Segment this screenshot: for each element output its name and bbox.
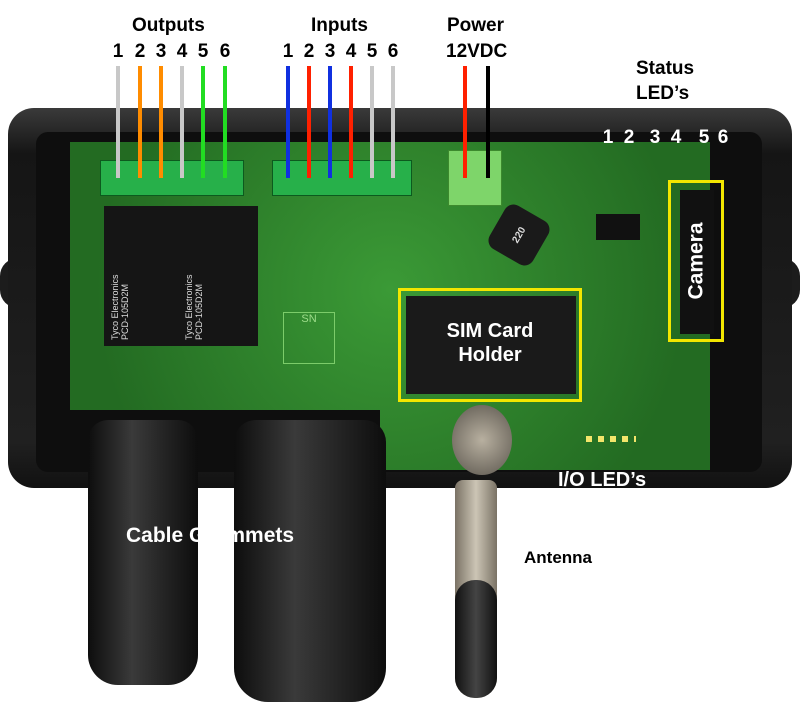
status-led-number-6: 6 <box>717 127 729 148</box>
relay-model: PCD-105D2M <box>194 283 204 340</box>
input-number-2: 2 <box>303 41 315 62</box>
power-wire-negative <box>486 66 490 178</box>
camera-label: Camera <box>684 222 708 300</box>
input-wire-3 <box>328 66 332 178</box>
output-number-3: 3 <box>155 41 167 62</box>
outputs-label: Outputs <box>132 15 205 36</box>
relay-brand: Tyco Electronics <box>184 274 194 340</box>
relay-model: PCD-105D2M <box>120 283 130 340</box>
power-label: Power <box>447 15 505 36</box>
io-leds-label: I/O LED’s <box>558 469 647 491</box>
output-number-5: 5 <box>197 41 209 62</box>
input-number-3: 3 <box>324 41 336 62</box>
antenna-label: Antenna <box>524 548 592 567</box>
input-number-4: 4 <box>345 41 357 62</box>
output-number-1: 1 <box>112 41 124 62</box>
status-leds-label: Status LED’s <box>636 58 695 104</box>
inputs-label: Inputs <box>311 15 368 36</box>
io-led-row <box>586 436 636 442</box>
output-number-6: 6 <box>219 41 231 62</box>
power-terminal-block <box>448 150 502 206</box>
input-number-1: 1 <box>282 41 294 62</box>
output-terminal-block <box>100 160 244 196</box>
output-wire-3 <box>159 66 163 178</box>
sim-holder <box>406 296 576 394</box>
output-number-2: 2 <box>134 41 146 62</box>
input-number-5: 5 <box>366 41 378 62</box>
sim-holder-label: SIM Card Holder <box>446 320 534 366</box>
sim-highlight <box>398 288 582 402</box>
antenna-connector <box>452 405 512 475</box>
pcb-mark: SN <box>283 312 335 364</box>
status-led-number-4: 4 <box>670 127 682 148</box>
input-wire-1 <box>286 66 290 178</box>
status-led-number-3: 3 <box>649 127 661 148</box>
ic-chip <box>596 214 640 240</box>
input-terminal-block <box>272 160 412 196</box>
status-led-number-5: 5 <box>698 127 710 148</box>
status-led-number-1: 1 <box>602 127 614 148</box>
input-wire-4 <box>349 66 353 178</box>
cable-grommets-label: Cable Grommets <box>126 524 295 547</box>
power-voltage-label: 12VDC <box>446 41 508 62</box>
antenna-tip <box>455 580 497 698</box>
relay-brand: Tyco Electronics <box>110 274 120 340</box>
output-wire-4 <box>180 66 184 178</box>
camera-connector <box>680 190 714 334</box>
cable-grommet-2 <box>234 420 386 702</box>
input-wire-2 <box>307 66 311 178</box>
camera-highlight <box>668 180 724 342</box>
input-wire-6 <box>391 66 395 178</box>
output-wire-6 <box>223 66 227 178</box>
output-number-4: 4 <box>176 41 188 62</box>
output-wire-5 <box>201 66 205 178</box>
input-wire-5 <box>370 66 374 178</box>
input-number-6: 6 <box>387 41 399 62</box>
power-wire-positive <box>463 66 467 178</box>
output-wire-1 <box>116 66 120 178</box>
output-wire-2 <box>138 66 142 178</box>
status-led-number-2: 2 <box>623 127 635 148</box>
cable-grommet-1 <box>88 420 198 685</box>
